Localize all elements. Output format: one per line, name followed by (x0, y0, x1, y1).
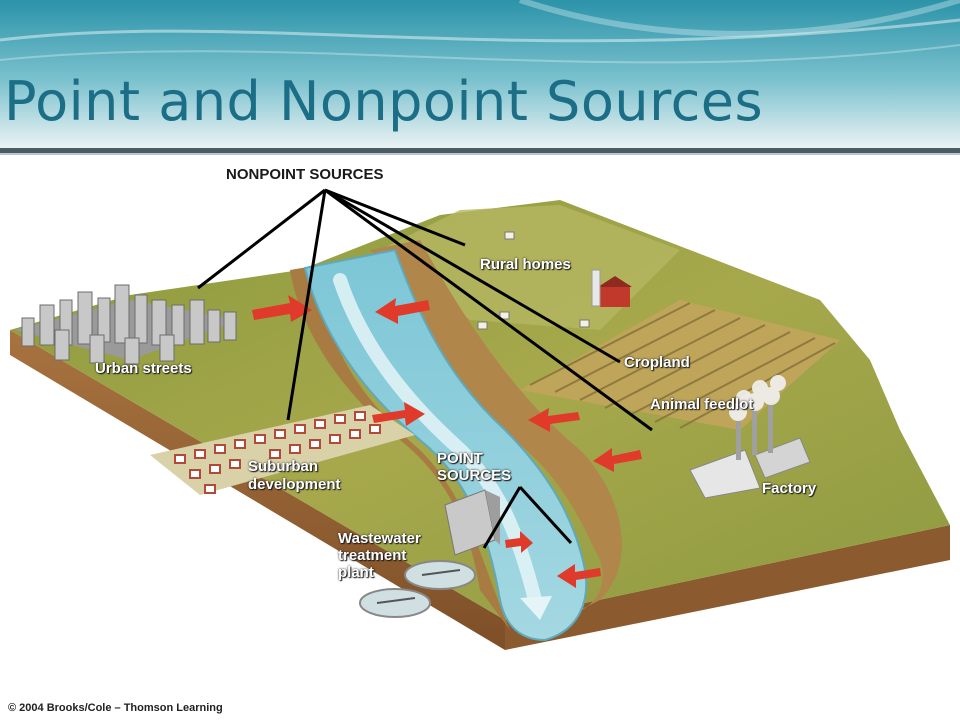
barn (591, 269, 632, 307)
label-suburban-line2: development (248, 476, 341, 493)
label-wastewater-line2: treatment (338, 547, 407, 564)
watershed-diagram (10, 188, 950, 650)
label-point-sources-line1: POINT (437, 450, 483, 467)
suburban-houses (150, 405, 415, 495)
slide-title: Point and Nonpoint Sources (4, 70, 764, 133)
rural-homes-buildings (477, 231, 590, 330)
urban-city (15, 284, 240, 365)
runoff-arrow-feedlot (593, 448, 642, 472)
riverbank-left (290, 265, 510, 630)
header-rule-highlight (0, 153, 960, 155)
label-urban-streets: Urban streets (95, 360, 192, 377)
label-wastewater-line1: Wastewater (338, 530, 421, 547)
label-cropland: Cropland (624, 354, 690, 371)
label-nonpoint-sources: NONPOINT SOURCES (226, 166, 384, 183)
label-wastewater-line3: plant (338, 564, 374, 581)
runoff-arrow-cropland (528, 408, 580, 432)
runoff-arrow-suburban (372, 402, 425, 426)
soil-front-side (505, 525, 950, 650)
runoff-arrow-plant (505, 531, 533, 553)
header-rule (0, 148, 960, 153)
runoff-arrow-urban (252, 295, 312, 322)
label-factory: Factory (762, 480, 817, 497)
leader-lines (197, 188, 653, 549)
soil-left-side (10, 330, 505, 650)
label-rural-homes: Rural homes (480, 256, 571, 273)
factory-buildings (689, 375, 811, 499)
runoff-arrow-rural (375, 298, 430, 324)
label-point-sources-line2: SOURCES (437, 467, 512, 484)
runoff-arrow-factory (557, 564, 601, 588)
label-animal-feedlot: Animal feedlot (650, 396, 754, 413)
riverbank-right (370, 240, 622, 615)
copyright-notice: © 2004 Brooks/Cole – Thomson Learning (8, 702, 223, 714)
wastewater-plant (359, 489, 500, 618)
slide-header: Point and Nonpoint Sources (0, 0, 960, 150)
header-background (0, 0, 960, 150)
runoff-arrows (252, 295, 642, 588)
label-suburban-line1: Suburban (248, 458, 318, 475)
river-flow-arrowhead (520, 596, 552, 620)
